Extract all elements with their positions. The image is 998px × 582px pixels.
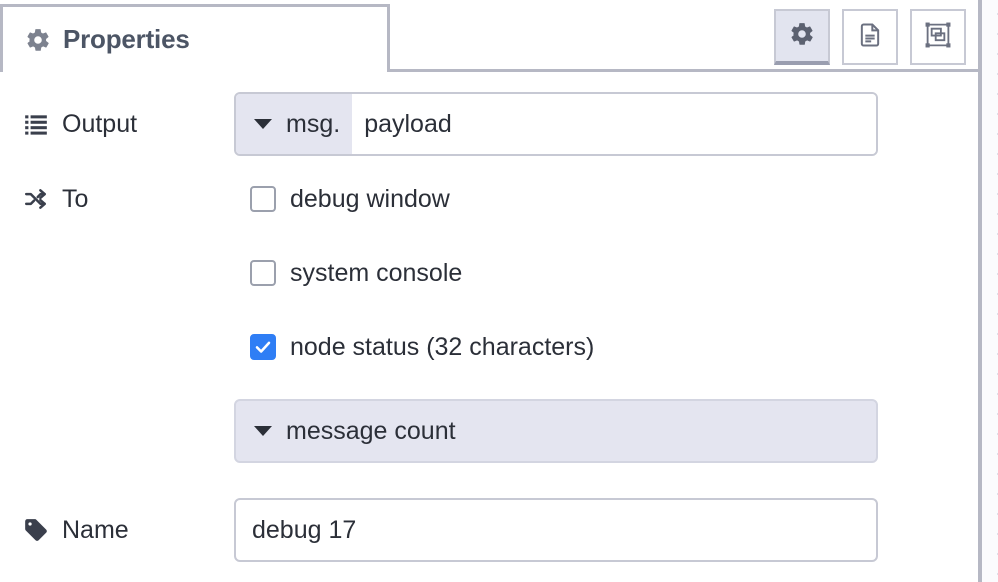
tag-icon <box>22 516 50 544</box>
name-label: Name <box>0 498 214 562</box>
name-label-text: Name <box>62 515 129 544</box>
checkbox-node-status-label: node status (32 characters) <box>290 332 595 361</box>
checkbox-debug-window[interactable]: debug window <box>234 177 878 221</box>
row-output: Output msg. payload <box>0 92 978 156</box>
checkbox-system-console-box[interactable] <box>250 260 276 286</box>
list-icon <box>22 110 50 138</box>
gear-icon <box>23 25 53 55</box>
properties-button[interactable] <box>774 9 830 65</box>
panel-toolbar <box>774 9 966 65</box>
appearance-icon <box>923 20 953 55</box>
flow-canvas-strip <box>982 0 998 582</box>
checkbox-node-status[interactable]: node status (32 characters) <box>234 325 878 369</box>
panel-resize-divider[interactable] <box>978 0 982 582</box>
checkbox-system-console-label: system console <box>290 258 463 287</box>
tab-properties[interactable]: Properties <box>0 4 390 72</box>
appearance-button[interactable] <box>910 9 966 65</box>
output-label-text: Output <box>62 109 138 138</box>
chevron-down-icon <box>254 426 272 436</box>
output-typed-input: msg. payload <box>234 92 878 156</box>
to-options: debug window system console node status … <box>234 177 878 463</box>
output-type-label: msg. <box>286 109 341 138</box>
tab-properties-label: Properties <box>63 24 190 54</box>
status-type-value: message count <box>286 416 456 445</box>
properties-form: Output msg. payload <box>0 72 978 582</box>
panel-tabbar: Properties <box>0 0 978 72</box>
name-input[interactable]: debug 17 <box>234 498 878 562</box>
row-to: To debug window system console <box>0 177 978 463</box>
checkbox-debug-window-box[interactable] <box>250 186 276 212</box>
tabbar-underline <box>390 69 978 72</box>
description-button[interactable] <box>842 9 898 65</box>
checkbox-debug-window-label: debug window <box>290 184 450 213</box>
to-label-text: To <box>62 184 89 213</box>
output-property-input[interactable]: payload <box>352 94 876 154</box>
gear-icon <box>789 21 815 52</box>
status-type-select[interactable]: message count <box>234 399 878 463</box>
to-label: To <box>0 177 214 221</box>
shuffle-icon <box>22 185 50 213</box>
chevron-down-icon <box>254 119 272 129</box>
output-label: Output <box>0 92 214 156</box>
checkbox-system-console[interactable]: system console <box>234 251 878 295</box>
output-type-select[interactable]: msg. <box>236 94 353 154</box>
checkbox-node-status-box[interactable] <box>250 334 276 360</box>
row-name: Name debug 17 <box>0 498 978 562</box>
document-icon <box>856 21 884 54</box>
